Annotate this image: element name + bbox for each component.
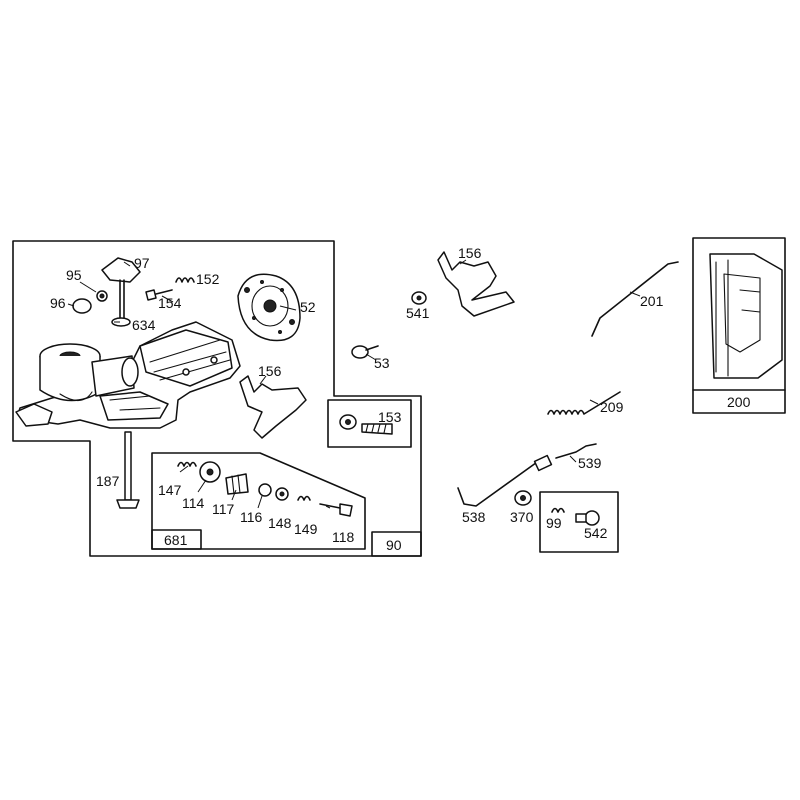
callout-154: 154: [158, 295, 182, 311]
carburetor-body: [15, 321, 241, 429]
kit-number-90: 90: [386, 537, 402, 553]
callout-118: 118: [332, 529, 355, 545]
callout-149: 149: [294, 521, 318, 537]
bracket-156-a: [239, 375, 307, 439]
callout-156-a: 156: [258, 363, 282, 379]
leader-lines: [67, 259, 641, 509]
link-201: [591, 261, 679, 337]
callout-52: 52: [300, 299, 316, 315]
washer-370: [514, 490, 532, 506]
needle-118: [319, 503, 353, 517]
screw-154: [145, 289, 173, 301]
callout-153: 153: [378, 409, 402, 425]
kit-number-200: 200: [727, 394, 751, 410]
callout-53: 53: [374, 355, 390, 371]
callout-117: 117: [212, 501, 235, 517]
callout-201: 201: [640, 293, 664, 309]
screw-153-box: [327, 399, 412, 448]
callout-152: 152: [196, 271, 220, 287]
gasket-52: [237, 273, 301, 342]
washer-148: [275, 487, 289, 501]
callout-542: 542: [584, 525, 608, 541]
spring-99: [551, 507, 565, 513]
spring-147: [177, 461, 197, 467]
callout-99: 99: [546, 515, 562, 531]
throttle-shaft-97: [101, 257, 141, 327]
callout-538: 538: [462, 509, 486, 525]
control-rod-538: [457, 454, 553, 507]
callout-187: 187: [96, 473, 120, 489]
fuel-pump-200: [709, 253, 783, 379]
callout-114: 114: [182, 495, 205, 511]
screw-542-box: [539, 491, 619, 553]
needle-187: [116, 431, 140, 509]
carburetor-kit-outline: 90: [12, 240, 422, 557]
callout-116: 116: [240, 509, 263, 525]
kit-number-681: 681: [164, 532, 188, 548]
washer-114: [199, 461, 221, 483]
callout-147: 147: [158, 482, 182, 498]
screw-95: [96, 290, 108, 302]
spring-152: [175, 277, 195, 283]
callout-labels: 95 97 152 96 154 634 52 156 53 153 187 1…: [50, 245, 664, 545]
spring-149: [297, 495, 311, 501]
callout-370: 370: [510, 509, 534, 525]
bracket-156-b: [437, 251, 515, 317]
callout-156-b: 156: [458, 245, 482, 261]
nut-541: [411, 291, 427, 305]
throttle-plate-96: [72, 298, 92, 314]
o-ring-116: [258, 483, 272, 497]
spring-209: [547, 391, 621, 415]
fuel-pump-kit-box: 200: [692, 237, 786, 414]
callout-209: 209: [600, 399, 624, 415]
screw-117: [225, 473, 249, 495]
callout-97: 97: [134, 255, 150, 271]
callout-634: 634: [132, 317, 156, 333]
callout-148: 148: [268, 515, 292, 531]
link-539: [555, 443, 597, 459]
callout-539: 539: [578, 455, 602, 471]
screw-542: [575, 510, 600, 526]
repair-kit-outline: 681: [151, 452, 366, 550]
callout-95: 95: [66, 267, 82, 283]
screw-53: [351, 345, 379, 359]
callout-96: 96: [50, 295, 66, 311]
screw-153: [339, 414, 393, 435]
callout-541: 541: [406, 305, 430, 321]
